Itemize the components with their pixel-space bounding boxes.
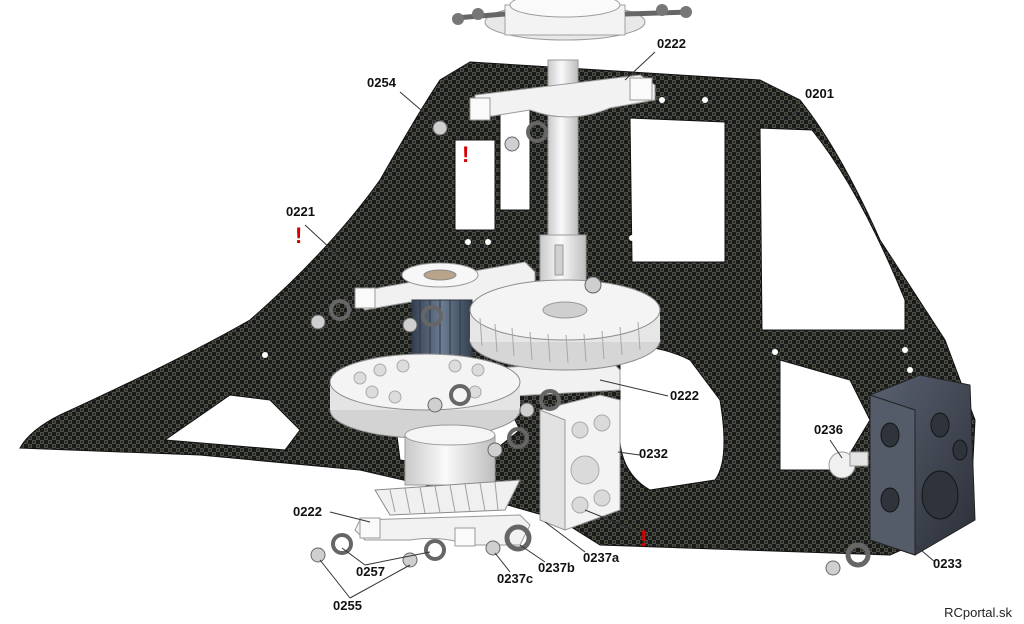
label-0254: 0254 [367,75,397,90]
mount-block-0233 [869,374,976,556]
main-gear-upper [469,279,661,371]
label-0237a: 0237a [583,550,620,565]
screws-and-washers [310,120,871,576]
label-0236: 0236 [814,422,843,437]
warning-mark-0232: ! [640,526,647,551]
label-0201: 0201 [805,86,834,101]
label-0222-top: 0222 [657,36,686,51]
swashplate-hub [452,0,692,41]
lower-shaft-hub [404,424,496,486]
label-0222-mid: 0222 [670,388,699,403]
warning-mark-0254: ! [462,142,469,167]
ball-link-0236 [828,451,869,479]
label-0257: 0257 [356,564,385,579]
watermark-credit: RCportal.sk [944,605,1012,620]
warning-mark-0221: ! [295,223,302,248]
label-0232: 0232 [639,446,668,461]
label-0222-bottom: 0222 [293,504,322,519]
label-0237b: 0237b [538,560,575,575]
label-0237c: 0237c [497,571,533,586]
leader-lines [304,51,936,599]
bearing-block-0222-bottom [354,514,531,547]
bearing-block-0222-top [469,74,656,121]
mount-block-0232 [539,394,621,531]
label-0221: 0221 [286,204,315,219]
label-0233: 0233 [933,556,962,571]
main-gear-lower [329,353,521,439]
bevel-gear [374,479,521,516]
label-0255: 0255 [333,598,362,613]
